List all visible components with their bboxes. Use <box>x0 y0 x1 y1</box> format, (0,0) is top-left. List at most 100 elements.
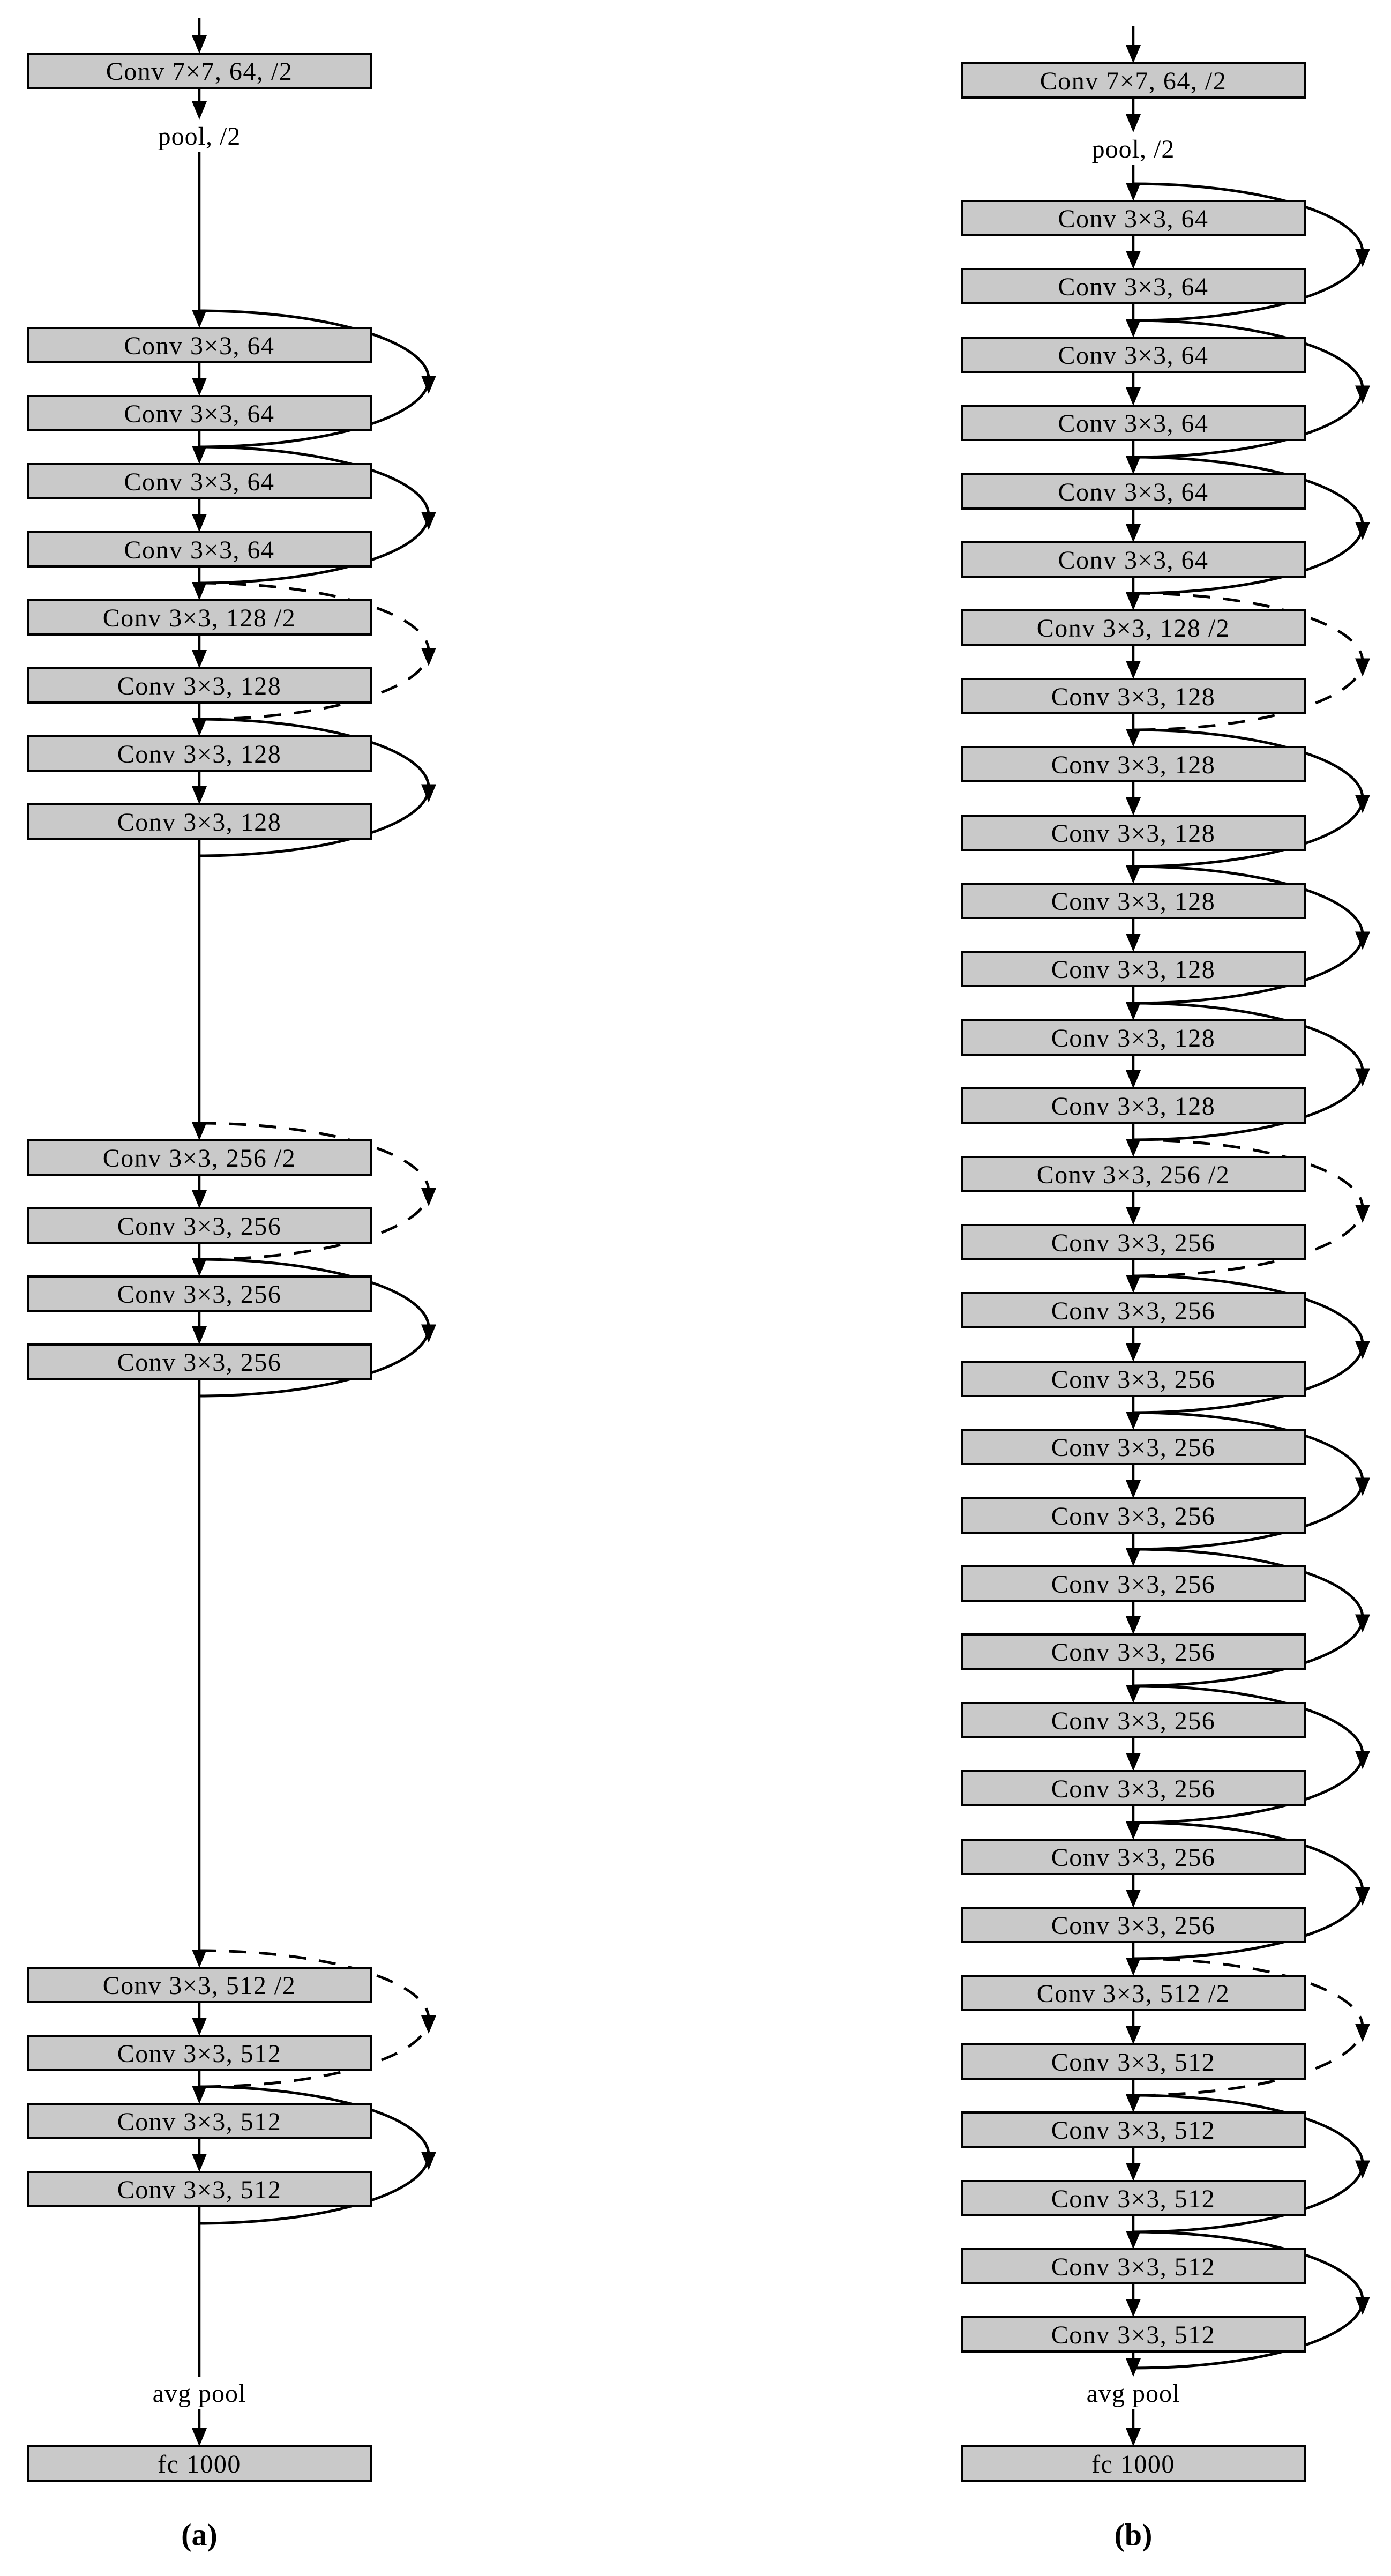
stage-label: avg pool <box>1087 2379 1180 2408</box>
layer-box-label: Conv 3×3, 256 <box>1051 1297 1216 1325</box>
layer-box-label: Conv 3×3, 64 <box>124 332 274 360</box>
skip-arrowhead-icon <box>421 2152 436 2170</box>
layer-box <box>27 53 372 89</box>
layer-box-label: Conv 3×3, 512 <box>1051 2253 1216 2281</box>
skip-arrowhead-icon <box>1355 2297 1370 2315</box>
skip-arrowhead-icon <box>421 784 436 803</box>
flow-arrowhead-icon <box>192 1258 207 1276</box>
flow-arrowhead-icon <box>1126 2358 1141 2377</box>
layer-box <box>961 1156 1306 1192</box>
layer-box <box>27 463 372 499</box>
layer-box-label: Conv 3×3, 256 <box>1051 1502 1216 1530</box>
subfigure-caption-b: (b) <box>1114 2517 1153 2552</box>
flow-arrowhead-icon <box>192 1122 207 1140</box>
flow-arrowhead-icon <box>1126 1480 1141 1498</box>
flow-arrowhead-icon <box>192 378 207 396</box>
flow-arrowhead-icon <box>1126 2026 1141 2044</box>
flow-arrowhead-icon <box>192 2428 207 2446</box>
layer-box <box>961 541 1306 578</box>
flow-arrowhead-icon <box>1126 1343 1141 1362</box>
layer-box <box>27 1139 372 1176</box>
layer-box <box>961 609 1306 646</box>
flow-arrowhead-icon <box>192 35 207 54</box>
skip-arrowhead-icon <box>1355 658 1370 677</box>
layer-box-label: Conv 3×3, 256 <box>1051 1638 1216 1667</box>
flow-arrowhead-icon <box>192 514 207 532</box>
layer-box-label: Conv 3×3, 256 <box>117 1348 282 1377</box>
subfigure-caption-a: (a) <box>181 2517 218 2552</box>
layer-box-label: Conv 3×3, 256 <box>1051 1775 1216 1803</box>
layer-box-label: fc 1000 <box>158 2450 241 2478</box>
flow-arrowhead-icon <box>1126 1002 1141 1020</box>
flow-arrowhead-icon <box>1126 524 1141 542</box>
flow-arrowhead-icon <box>1126 183 1141 201</box>
flow-arrowhead-icon <box>1126 251 1141 269</box>
layer-box-label: Conv 3×3, 256 <box>1051 1843 1216 1872</box>
layer-box <box>961 1292 1306 1328</box>
skip-arrowhead-icon <box>1355 795 1370 813</box>
flow-arrowhead-icon <box>192 2154 207 2172</box>
layer-box <box>961 268 1306 304</box>
layer-box <box>961 337 1306 373</box>
layer-box <box>961 678 1306 714</box>
layer-box <box>961 1907 1306 1943</box>
layer-box <box>961 2043 1306 2080</box>
layer-box-label: Conv 3×3, 64 <box>124 468 274 496</box>
layer-box-label: Conv 3×3, 256 <box>1051 1912 1216 1940</box>
layer-box <box>27 2445 372 2482</box>
skip-arrowhead-icon <box>1355 1477 1370 1496</box>
flow-arrowhead-icon <box>192 1326 207 1345</box>
flow-arrowhead-icon <box>1126 1616 1141 1634</box>
layer-box-label: Conv 3×3, 128 <box>1051 751 1216 779</box>
layer-box-label: Conv 3×3, 128 <box>1051 1024 1216 1052</box>
skip-arrowhead-icon <box>1355 1205 1370 1223</box>
layer-box <box>961 2316 1306 2353</box>
skip-arrowhead-icon <box>1355 1751 1370 1769</box>
flow-arrowhead-icon <box>192 446 207 464</box>
layer-box-label: Conv 3×3, 128 <box>1051 1092 1216 1121</box>
layer-box-label: Conv 3×3, 256 <box>117 1280 282 1309</box>
flow-arrowhead-icon <box>1126 2428 1141 2446</box>
skip-arrowhead-icon <box>421 648 436 666</box>
skip-arrowhead-icon <box>1355 2024 1370 2042</box>
skip-arrowhead-icon <box>421 376 436 394</box>
layer-box-label: Conv 3×3, 128 /2 <box>1037 614 1230 643</box>
layer-box <box>961 2111 1306 2148</box>
layer-box <box>961 746 1306 782</box>
stage-label: avg pool <box>153 2379 246 2408</box>
layer-box-label: Conv 3×3, 128 <box>117 672 282 700</box>
flow-arrowhead-icon <box>192 650 207 668</box>
layer-box <box>961 2248 1306 2284</box>
layer-box <box>27 667 372 704</box>
flow-arrowhead-icon <box>1126 45 1141 63</box>
layer-box <box>27 2035 372 2071</box>
layer-box <box>961 951 1306 987</box>
layer-box-label: Conv 7×7, 64, /2 <box>106 57 293 86</box>
layer-box-label: Conv 3×3, 256 <box>1051 1433 1216 1462</box>
flow-arrowhead-icon <box>1126 1685 1141 1703</box>
layer-box <box>961 1361 1306 1397</box>
skip-arrowhead-icon <box>1355 2160 1370 2179</box>
flow-arrowhead-icon <box>1126 1412 1141 1430</box>
skip-arrowhead-icon <box>1355 1887 1370 1906</box>
flow-arrowhead-icon <box>192 1950 207 1968</box>
flow-arrowhead-icon <box>1126 934 1141 952</box>
layer-box-label: Conv 3×3, 128 <box>1051 955 1216 984</box>
layer-box-label: Conv 3×3, 128 <box>1051 683 1216 711</box>
layer-box <box>961 1975 1306 2011</box>
layer-box-label: Conv 3×3, 512 <box>1051 2185 1216 2213</box>
layer-box <box>27 327 372 363</box>
stage-label: pool, /2 <box>1092 135 1175 163</box>
flow-arrowhead-icon <box>1126 1753 1141 1771</box>
layer-box <box>27 1207 372 1244</box>
layer-box <box>961 1429 1306 1465</box>
layer-box-label: Conv 3×3, 64 <box>1058 409 1208 438</box>
layer-box-label: Conv 3×3, 256 <box>117 1212 282 1241</box>
layer-box <box>27 2171 372 2207</box>
layer-box-label: Conv 3×3, 256 /2 <box>1037 1161 1230 1189</box>
flow-arrowhead-icon <box>1126 456 1141 474</box>
layer-box-label: Conv 3×3, 512 <box>117 2108 282 2136</box>
layer-box-label: Conv 3×3, 512 <box>117 2040 282 2068</box>
flow-arrowhead-icon <box>1126 1207 1141 1225</box>
